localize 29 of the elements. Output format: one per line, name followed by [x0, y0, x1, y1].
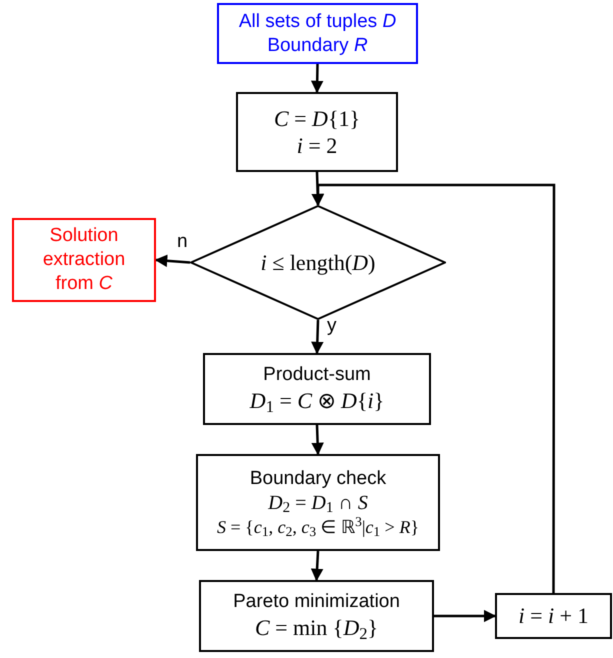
- node-text: Product-sum: [263, 363, 371, 388]
- arrow: [311, 320, 324, 354]
- arrow: [312, 184, 556, 593]
- node-text: i = 2: [296, 132, 338, 160]
- arrow: [434, 610, 496, 622]
- process-box: [236, 92, 398, 172]
- process-box: [199, 580, 434, 652]
- node-text: Boundary R: [267, 34, 368, 58]
- node-text: Solution extraction from C: [42, 224, 126, 296]
- process-box: [196, 454, 440, 551]
- arrow: [154, 254, 190, 268]
- node-text: Pareto minimization: [233, 590, 400, 614]
- process-box: [495, 593, 612, 639]
- output-box: [12, 218, 156, 302]
- node-text: S = {c$_{1}$, c$_{2}$, c$_{3}$ ∈ ℝ$^{3}$|c$_{1}$ > R}: [217, 516, 419, 538]
- node-text: All sets of tuples D: [238, 10, 396, 34]
- arrow: [310, 64, 324, 94]
- arrow: [311, 424, 324, 456]
- node-text: i ≤ length(D): [260, 248, 376, 276]
- node-text: D$_{2}$ = D$_{1}$ ∩ S: [268, 490, 368, 516]
- node-text: Boundary check: [250, 466, 386, 491]
- input-box: [217, 3, 418, 64]
- process-box: [203, 353, 431, 425]
- arrow: [311, 172, 324, 206]
- arrow: [310, 550, 324, 582]
- node-text: C = D{1}: [274, 104, 360, 132]
- node-text: i = i + 1: [518, 602, 589, 630]
- node-text: C = min {D$_{2}$}: [254, 614, 378, 642]
- node-text: D$_{1}$ = C ⊗ D{i}: [250, 387, 384, 415]
